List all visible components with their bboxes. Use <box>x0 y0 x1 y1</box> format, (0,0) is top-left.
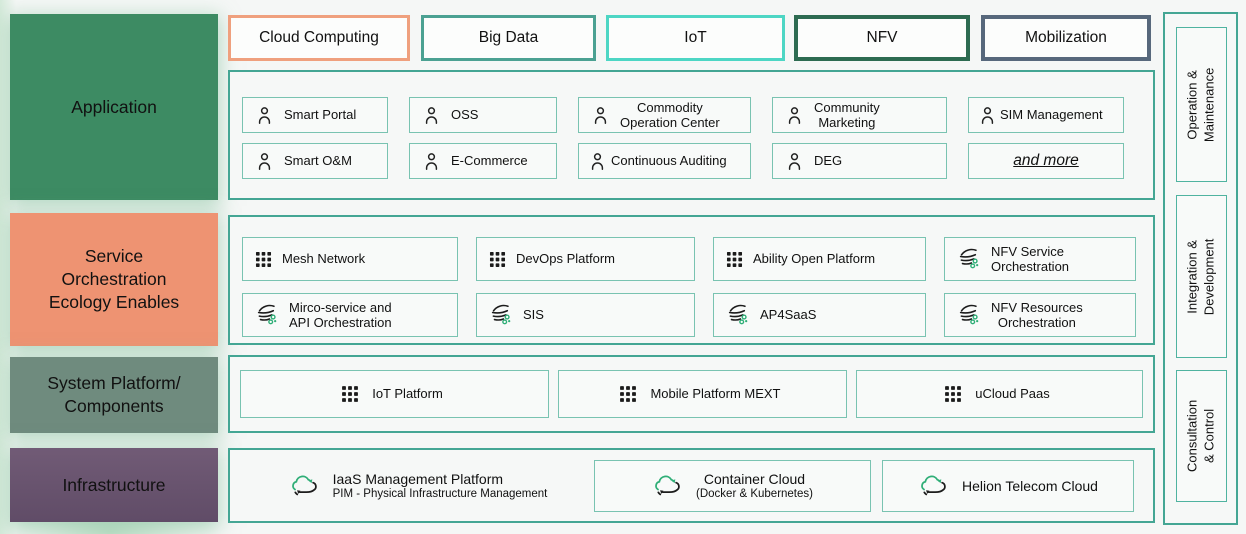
app-item-continuous-auditing: Continuous Auditing <box>578 143 751 179</box>
chip-big-data: Big Data <box>421 15 596 61</box>
cloud-sync-icon <box>652 474 684 498</box>
grid-icon <box>725 250 744 269</box>
svc-item-nfv-service-orchestration: NFV Service Orchestration <box>944 237 1136 281</box>
app-item-commodity-operation-center: Commodity Operation Center <box>578 97 751 133</box>
chip-mobilization: Mobilization <box>981 15 1151 61</box>
container-cloud-subtitle: (Docker & Kubernetes) <box>696 488 813 500</box>
svc-item-nfv-resources-orchestration: NFV Resources Orchestration <box>944 293 1136 337</box>
app-item-label: Continuous Auditing <box>611 153 727 169</box>
application-section: Smart Portal OSS Commodity Operation Cen… <box>228 70 1155 200</box>
svc-item-ability-open-platform: Ability Open Platform <box>713 237 926 281</box>
app-item-smart-portal: Smart Portal <box>242 97 388 133</box>
system-row: IoT Platform Mobile Platform MEXT uCloud… <box>230 357 1153 418</box>
app-item-sim-management: SIM Management <box>968 97 1124 133</box>
cloud-sync-icon <box>918 474 950 498</box>
infrastructure-row: IaaS Management Platform PIM - Physical … <box>230 450 1153 521</box>
rail-item-operation-maintenance: Operation & Maintenance <box>1176 27 1227 182</box>
grid-icon <box>618 384 638 404</box>
sys-item-label: uCloud Paas <box>975 386 1050 402</box>
rail-item-consultation-control: Consultation & Control <box>1176 370 1227 502</box>
chip-nfv: NFV <box>794 15 970 61</box>
svc-item-sis: SIS <box>476 293 695 337</box>
container-cloud-text: Container Cloud (Docker & Kubernetes) <box>696 471 813 500</box>
app-item-smart-om: Smart O&M <box>242 143 388 179</box>
user-icon <box>587 151 608 172</box>
svc-item-label: Ability Open Platform <box>753 251 876 267</box>
sys-item-iot-platform: IoT Platform <box>240 370 549 418</box>
svc-item-label: SIS <box>523 307 544 323</box>
iaas-text: IaaS Management Platform PIM - Physical … <box>333 471 548 500</box>
user-icon <box>977 105 998 126</box>
app-item-label: SIM Management <box>1000 107 1103 123</box>
cloud-sync-icon <box>289 474 321 498</box>
user-icon <box>784 105 805 126</box>
service-grid: Mesh Network DevOps Platform Ability Ope… <box>230 217 1153 337</box>
infra-item-helion-telecom-cloud: Helion Telecom Cloud <box>882 459 1134 512</box>
row-label-application: Application <box>10 14 218 200</box>
app-item-label: Smart Portal <box>284 107 357 123</box>
app-item-community-marketing: Community Marketing <box>772 97 947 133</box>
user-icon <box>421 151 442 172</box>
svc-item-label: NFV Service Orchestration <box>991 243 1070 274</box>
sys-item-ucloud-paas: uCloud Paas <box>856 370 1143 418</box>
system-platform-section: IoT Platform Mobile Platform MEXT uCloud… <box>228 355 1155 433</box>
svc-item-label: AP4SaaS <box>760 307 817 323</box>
svc-item-mesh-network: Mesh Network <box>242 237 458 281</box>
user-icon <box>254 151 275 172</box>
row-label-infrastructure: Infrastructure <box>10 448 218 522</box>
svc-item-devops-platform: DevOps Platform <box>476 237 695 281</box>
app-item-label: Smart O&M <box>284 153 352 169</box>
helion-title: Helion Telecom Cloud <box>962 477 1098 494</box>
iaas-subtitle: PIM - Physical Infrastructure Management <box>332 488 548 500</box>
svc-item-ap4saas: AP4SaaS <box>713 293 926 337</box>
chip-cloud-computing: Cloud Computing <box>228 15 410 61</box>
rail-item-integration-development: Integration & Development <box>1176 195 1227 358</box>
stream-icon <box>254 302 280 328</box>
service-orchestration-section: Mesh Network DevOps Platform Ability Ope… <box>228 215 1155 345</box>
application-grid: Smart Portal OSS Commodity Operation Cen… <box>230 72 1153 179</box>
user-icon <box>590 105 611 126</box>
app-item-label: Community Marketing <box>814 99 880 130</box>
user-icon <box>784 151 805 172</box>
grid-icon <box>340 384 360 404</box>
rail-label: Consultation & Control <box>1184 399 1217 473</box>
app-item-oss: OSS <box>409 97 557 133</box>
rail-label: Integration & Development <box>1184 238 1217 315</box>
app-item-label: Commodity Operation Center <box>620 99 720 130</box>
svc-item-label: Mirco-service and API Orchestration <box>289 299 392 330</box>
and-more-label: and more <box>1013 151 1079 169</box>
infra-item-container-cloud: Container Cloud (Docker & Kubernetes) <box>594 459 871 512</box>
row-label-service-orchestration: Service Orchestration Ecology Enables <box>10 213 218 346</box>
sys-item-mobile-platform-mext: Mobile Platform MEXT <box>558 370 847 418</box>
svc-item-microservice-api-orchestration: Mirco-service and API Orchestration <box>242 293 458 337</box>
grid-icon <box>488 250 507 269</box>
iaas-title: IaaS Management Platform <box>332 471 504 487</box>
stream-icon <box>956 302 982 328</box>
grid-icon <box>254 250 273 269</box>
sys-item-label: IoT Platform <box>372 386 443 402</box>
svc-item-label: Mesh Network <box>282 251 366 267</box>
svc-item-label: NFV Resources Orchestration <box>991 299 1083 330</box>
infra-item-iaas-management: IaaS Management Platform PIM - Physical … <box>242 471 594 500</box>
infrastructure-section: IaaS Management Platform PIM - Physical … <box>228 448 1155 523</box>
right-rail: Operation & Maintenance Integration & De… <box>1163 12 1238 525</box>
user-icon <box>254 105 275 126</box>
svc-item-label: DevOps Platform <box>516 251 615 267</box>
rail-label: Operation & Maintenance <box>1184 67 1217 142</box>
container-cloud-title: Container Cloud <box>703 471 806 487</box>
chip-iot: IoT <box>606 15 785 61</box>
grid-icon <box>943 384 963 404</box>
stream-icon <box>725 302 751 328</box>
stream-icon <box>488 302 514 328</box>
row-label-system-platform: System Platform/ Components <box>10 357 218 433</box>
app-item-and-more: and more <box>968 143 1124 179</box>
app-item-e-commerce: E-Commerce <box>409 143 557 179</box>
app-item-deg: DEG <box>772 143 947 179</box>
app-item-label: E-Commerce <box>451 153 528 169</box>
user-icon <box>421 105 442 126</box>
sys-item-label: Mobile Platform MEXT <box>650 386 781 402</box>
app-item-label: OSS <box>451 107 479 123</box>
app-item-label: DEG <box>814 153 843 169</box>
stream-icon <box>956 246 982 272</box>
